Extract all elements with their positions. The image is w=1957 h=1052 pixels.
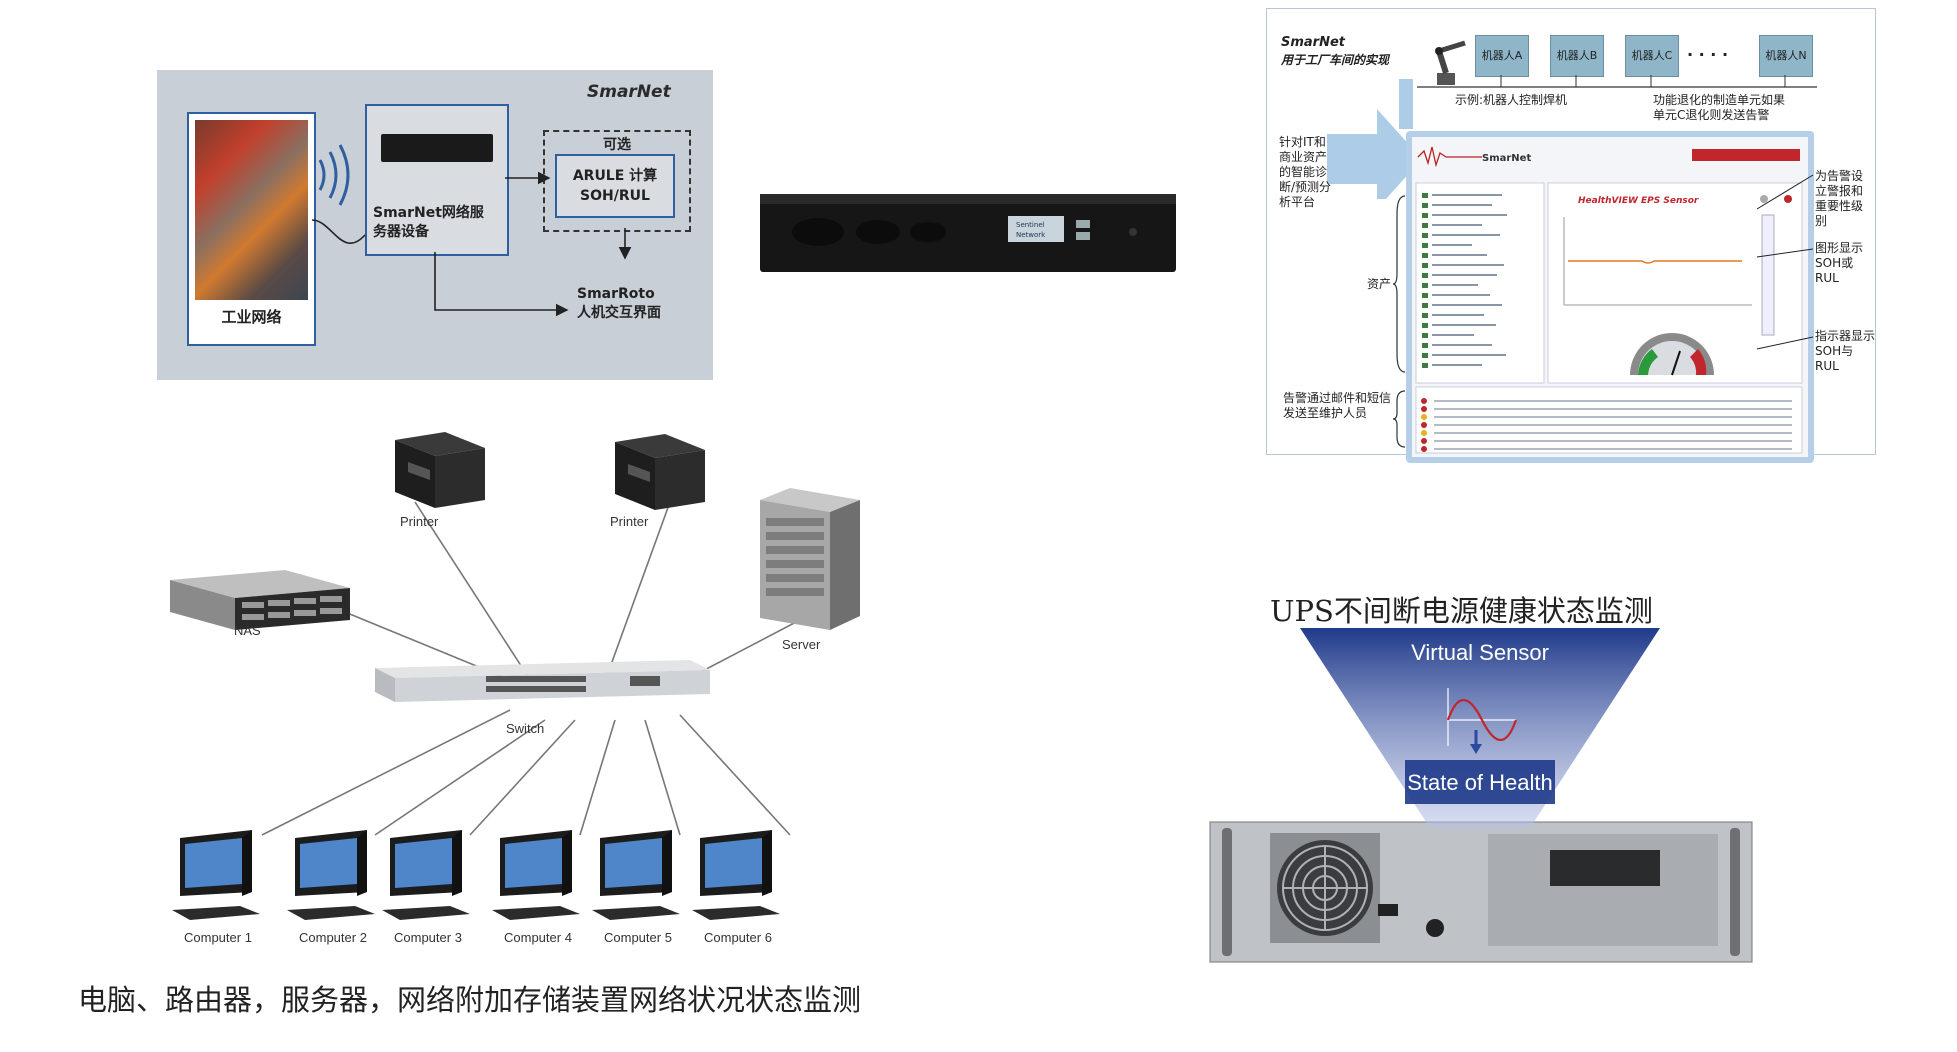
robot-box-a: 机器人A xyxy=(1475,35,1529,77)
device-badge-line2: Network xyxy=(1016,231,1046,239)
indicator-note: 指示器显示 SOH与RUL xyxy=(1815,329,1876,373)
panel-brand: SmarNet xyxy=(1281,35,1346,50)
device-badge-line1: Sentinel xyxy=(1016,221,1045,229)
state-of-health-label: State of Health xyxy=(1407,770,1553,795)
left-note: 针对IT和 商业资产 的智能诊 断/预测分 析平台 xyxy=(1279,135,1332,209)
panel-arrows xyxy=(311,171,632,317)
computer-2-label: Computer 2 xyxy=(299,930,367,945)
robot-box-b: 机器人B xyxy=(1550,35,1604,77)
sentinel-network-appliance: Sentinel Network xyxy=(760,194,1176,272)
smarnet-factory-implementation-panel: SmarNet 用于工厂车间的实现 机器人A 机器人B 机器人C · · · ·… xyxy=(1266,8,1876,463)
big-arrow-icon xyxy=(1327,79,1422,199)
robots-ellipsis: · · · · xyxy=(1687,45,1729,64)
smarnet-architecture-panel: SmarNet 工业网络 SmarNet网络服 务器设备 可选 ARULE 计算… xyxy=(157,70,713,380)
ups-caption: UPS不间断电源健康状态监测 xyxy=(1270,594,1653,628)
optional-box: 可选 ARULE 计算 SOH/RUL xyxy=(543,130,691,232)
assets-brace xyxy=(1393,195,1406,373)
optional-label: 可选 xyxy=(603,137,631,153)
server-label: SmarNet网络服 务器设备 xyxy=(373,205,484,240)
industrial-network-label: 工业网络 xyxy=(221,308,282,326)
nas-label: NAS xyxy=(234,623,261,638)
server-device-image xyxy=(381,134,493,162)
smarnet-server-box: SmarNet网络服 务器设备 xyxy=(365,104,509,256)
computer-4-icon xyxy=(492,830,580,920)
panel-brand: SmarNet xyxy=(587,82,671,102)
computer-1-icon xyxy=(172,830,260,920)
computer-4-label: Computer 4 xyxy=(504,930,572,945)
arule-box: ARULE 计算 SOH/RUL xyxy=(555,154,675,218)
robot-box-c: 机器人C xyxy=(1625,35,1679,77)
computer-5-label: Computer 5 xyxy=(604,930,672,945)
computer-6-icon xyxy=(692,830,780,920)
alert-note: 告警通过邮件和短信 发送至维护人员 xyxy=(1283,391,1392,420)
network-topology-diagram: Printer Printer NAS Server xyxy=(170,432,860,945)
server-icon xyxy=(760,488,860,630)
computer-1-label: Computer 1 xyxy=(184,930,252,945)
virtual-sensor-label: Virtual Sensor xyxy=(1411,640,1549,665)
robot-box-n: 机器人N xyxy=(1759,35,1813,77)
robot-arm-icon xyxy=(1435,40,1466,85)
example-note: 示例:机器人控制焊机 xyxy=(1455,93,1568,107)
computer-2-icon xyxy=(287,830,375,920)
alarm-note: 为告警设 立警报和 重要性级 别 xyxy=(1815,169,1864,228)
printer-2-icon xyxy=(615,434,705,510)
screen-brand: SmarNet xyxy=(1482,153,1531,164)
computer-3-label: Computer 3 xyxy=(394,930,462,945)
sine-wave-icon xyxy=(1446,688,1518,754)
nas-icon xyxy=(170,570,350,630)
computer-6-label: Computer 6 xyxy=(704,930,772,945)
degrade-note: 功能退化的制造单元如果 单元C退化则发送告警 xyxy=(1653,93,1786,122)
printer-1-label: Printer xyxy=(400,514,439,529)
alert-brace xyxy=(1393,390,1406,448)
switch-label: Switch xyxy=(506,721,544,736)
printer-1-icon xyxy=(395,432,485,508)
wireless-signal-icon xyxy=(318,144,350,206)
server-label: Server xyxy=(782,637,821,652)
sensor-title: HealthVIEW EPS Sensor xyxy=(1578,196,1699,206)
computer-3-icon xyxy=(382,830,470,920)
computer-5-icon xyxy=(592,830,680,920)
graph-note: 图形显示 SOH或RUL xyxy=(1815,241,1864,285)
printer-2-label: Printer xyxy=(610,514,649,529)
network-caption: 电脑、路由器，服务器，网络附加存储装置网络状况状态监测 xyxy=(78,983,862,1017)
factory-robots-photo xyxy=(195,120,308,300)
assets-label: 资产 xyxy=(1367,277,1392,291)
switch-icon xyxy=(375,660,710,702)
annotation-arrows xyxy=(1756,174,1814,350)
ups-health-diagram: Virtual Sensor State of Health xyxy=(1209,628,1753,963)
industrial-network-box: 工业网络 xyxy=(187,112,316,346)
smarroto-label: SmarRoto 人机交互界面 xyxy=(577,286,661,321)
panel-subtitle: 用于工厂车间的实现 xyxy=(1281,53,1390,67)
smarnet-dashboard-screenshot: SmarNet HealthVIEW EPS Sensor xyxy=(1406,131,1814,463)
robot-bus-lines xyxy=(1417,75,1817,88)
